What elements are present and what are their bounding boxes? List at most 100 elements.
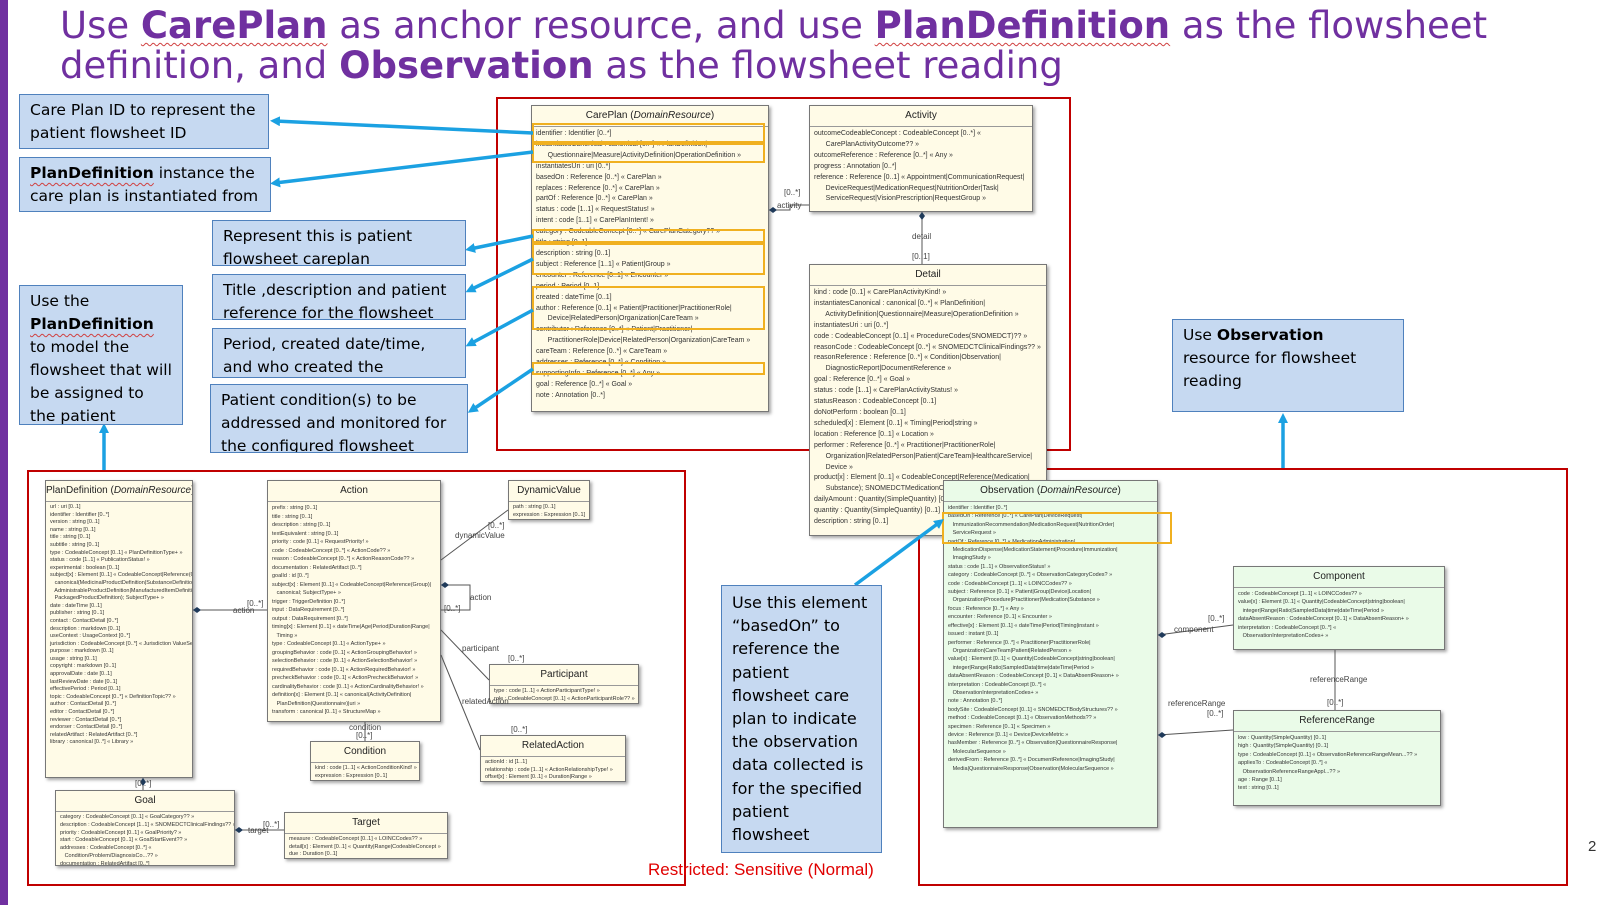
class-relatedaction[interactable]: RelatedAction actionId : id [1..1] relat…	[480, 735, 626, 782]
class-goal-title: Goal	[56, 791, 234, 812]
label-activity-role: activity	[777, 201, 802, 210]
uml-diamonds	[140, 207, 1166, 833]
class-participant-body: type : code [1..1] « ActionParticipantTy…	[494, 688, 635, 702]
assoc-observation-component	[1157, 624, 1234, 636]
plandefinition-frame	[27, 470, 686, 886]
class-dynamicvalue-title: DynamicValue	[509, 481, 589, 502]
callout-patient-condition: Patient condition(s) to be addressed and…	[210, 384, 468, 453]
callout-use-observation: Use Observation resource for flowsheet r…	[1172, 319, 1404, 412]
label-goal-mult: [0..*]	[135, 779, 152, 788]
class-careplan[interactable]: CarePlan (DomainResource) identifier : I…	[531, 105, 769, 412]
assoc-action-dynamicvalue	[440, 509, 509, 561]
highlight-addresses	[532, 362, 765, 375]
label-component-role: component	[1174, 625, 1214, 634]
class-observation[interactable]: Observation (DomainResource) identifier …	[943, 480, 1158, 828]
label-detail-role: detail	[912, 232, 932, 241]
class-dynamicvalue-body: path : string [0..1] expression : Expres…	[513, 504, 586, 518]
classification-footer: Restricted: Sensitive (Normal)	[648, 860, 874, 879]
class-dynamicvalue[interactable]: DynamicValue path : string [0..1] expres…	[508, 480, 590, 520]
highlight-period-author	[532, 286, 765, 330]
callout-use-plandefinition: Use the PlanDefinition to model the flow…	[19, 285, 183, 425]
label-participant-mult: [0..*]	[508, 654, 525, 663]
assoc-action-self	[441, 584, 471, 611]
class-plandefinition[interactable]: PlanDefinition (DomainResource) url : ur…	[45, 480, 193, 778]
callout-arrows	[99, 116, 1288, 587]
label-target-role: target	[248, 826, 269, 835]
label-refrange-role: referenceRange	[1168, 699, 1226, 708]
class-activity-title: Activity	[810, 106, 1032, 127]
class-target[interactable]: Target measure : CodeableConcept [0..1] …	[284, 812, 448, 859]
class-condition-body: kind : code [1..1] « ActionConditionKind…	[315, 765, 417, 779]
assoc-action-participant	[440, 629, 490, 681]
arrow-title	[465, 257, 534, 293]
class-referencerange-title: ReferenceRange	[1234, 711, 1440, 732]
callout-plandefinition-instance: PlanDefinition instance the care plan is…	[19, 157, 271, 212]
class-action[interactable]: Action prefix : string [0..1] title : st…	[267, 480, 441, 722]
arrow-identifier	[270, 116, 534, 135]
label-subaction-role: action	[470, 593, 492, 602]
class-goal-body: category : CodeableConcept [0..1] « Goal…	[60, 814, 234, 866]
assoc-observation-referencerange	[1157, 729, 1234, 736]
class-referencerange-body: low : Quantity(SimpleQuantity) [0..1] hi…	[1238, 735, 1418, 792]
class-participant-title: Participant	[490, 665, 638, 686]
class-plandefinition-body: url : uri [0..1] identifier : Identifier…	[50, 504, 192, 746]
label-relatedaction-role: relatedAction	[462, 697, 509, 706]
assoc-action-relatedaction	[440, 654, 481, 751]
class-detail-title: Detail	[810, 265, 1046, 286]
label-component-mult: [0..*]	[1208, 614, 1225, 623]
class-target-title: Target	[285, 813, 447, 834]
class-condition[interactable]: Condition kind : code [1..1] « ActionCon…	[310, 741, 420, 781]
class-target-body: measure : CodeableConcept [0..1] « LOINC…	[289, 836, 441, 857]
page-number: 2	[1588, 838, 1597, 855]
class-participant[interactable]: Participant type : code [1..1] « ActionP…	[489, 664, 639, 704]
careplan-frame	[496, 97, 1071, 451]
arrow-addresses	[467, 367, 534, 413]
class-relatedaction-body: actionId : id [1..1] relationship : code…	[485, 759, 613, 780]
label-dynamicvalue-role: dynamicValue	[455, 531, 505, 540]
label-refrange2-mult: [0..*]	[1327, 698, 1344, 707]
label-dynamicvalue-mult: [0..*]	[488, 521, 505, 530]
class-condition-title: Condition	[311, 742, 419, 763]
uml-associations	[142, 204, 1336, 831]
class-component-title: Component	[1234, 567, 1444, 588]
label-subaction-mult: [0..*]	[444, 604, 461, 613]
label-condition-mult: [0..*]	[356, 731, 373, 740]
assoc-careplan-activity	[769, 204, 809, 211]
class-action-title: Action	[268, 481, 440, 502]
callout-patient-flowsheet: Represent this is patient flowsheet care…	[212, 220, 466, 266]
label-action-role: action	[233, 606, 255, 615]
class-referencerange[interactable]: ReferenceRange low : Quantity(SimpleQuan…	[1233, 710, 1441, 806]
left-accent-bar	[0, 0, 8, 905]
callout-title-description: Title ,description and patient reference…	[212, 274, 466, 320]
label-condition-role: condition	[349, 723, 382, 732]
class-activity-body: outcomeCodeableConcept : CodeableConcept…	[814, 130, 1025, 203]
class-observation-body: identifier : Identifier [0..*] basedOn :…	[948, 505, 1119, 772]
arrow-basedon	[853, 519, 945, 587]
slide-title: Use CarePlan as anchor resource, and use…	[60, 4, 1488, 87]
arrow-category	[465, 234, 534, 253]
class-action-body: prefix : string [0..1] title : string [0…	[272, 505, 432, 715]
arrow-period	[465, 308, 534, 347]
class-careplan-title: CarePlan (DomainResource)	[532, 106, 768, 127]
class-observation-title: Observation (DomainResource)	[944, 481, 1157, 502]
callout-based-on: Use this element “basedOn” to reference …	[721, 585, 882, 853]
class-activity[interactable]: Activity outcomeCodeableConcept : Codeab…	[809, 105, 1033, 212]
class-relatedaction-title: RelatedAction	[481, 736, 625, 757]
arrow-instantiates	[270, 150, 534, 188]
label-detail-mult: [0..1]	[912, 252, 930, 261]
label-participant-role: participant	[462, 644, 499, 653]
class-component-body: code : CodeableConcept [1..1] « LOINCCod…	[1238, 591, 1409, 640]
callout-period-created: Period, created date/time, and who creat…	[212, 328, 466, 378]
label-refrange-mult: [0..*]	[1207, 709, 1224, 718]
class-goal[interactable]: Goal category : CodeableConcept [0..1] «…	[55, 790, 235, 866]
class-detail-body: kind : code [0..1] « CarePlanActivityKin…	[814, 289, 1041, 526]
callout-care-plan-id: Care Plan ID to represent the patient fl…	[19, 94, 269, 149]
label-relatedaction-mult: [0..*]	[511, 725, 528, 734]
label-refrange2-role: referenceRange	[1310, 675, 1368, 684]
class-component[interactable]: Component code : CodeableConcept [1..1] …	[1233, 566, 1445, 650]
observation-frame	[918, 468, 1568, 886]
class-plandefinition-title: PlanDefinition (DomainResource)	[46, 481, 192, 502]
label-action-mult: [0..*]	[247, 599, 264, 608]
label-target-mult: [0..*]	[263, 820, 280, 829]
